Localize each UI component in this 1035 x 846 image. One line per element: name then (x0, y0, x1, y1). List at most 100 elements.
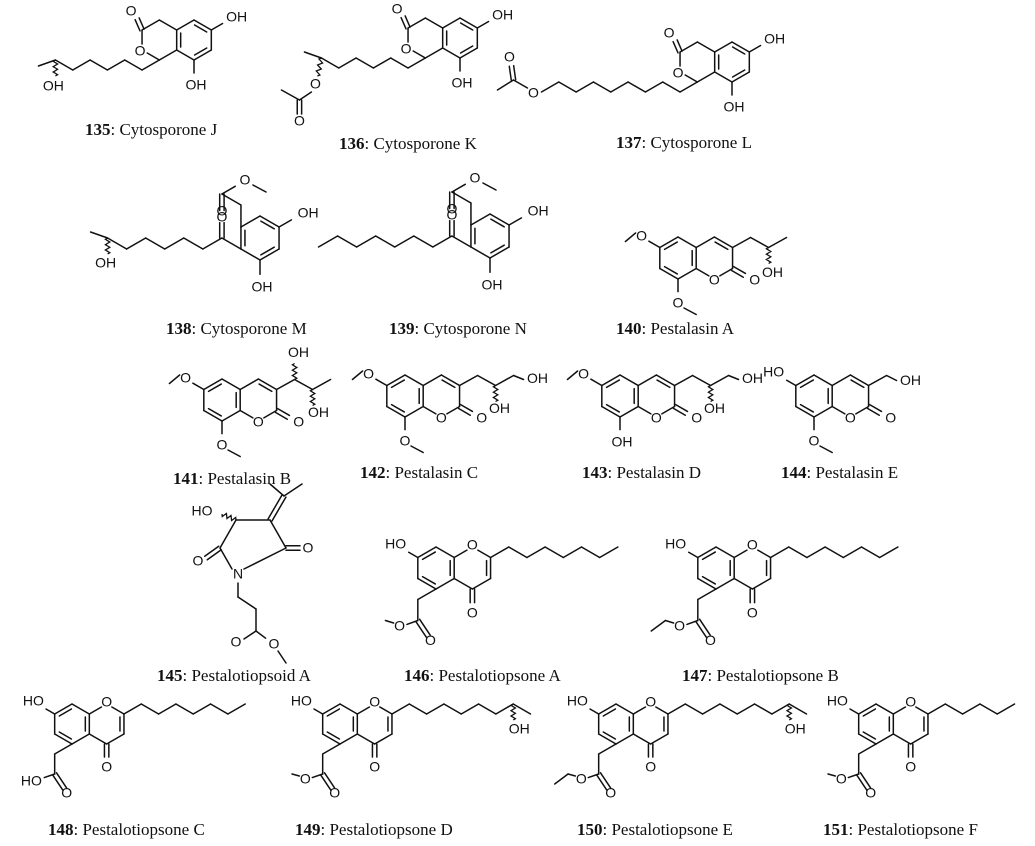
ketone-oxygen: O (216, 203, 227, 219)
bond (393, 235, 415, 248)
ester-oxygen: O (310, 76, 321, 92)
bond (526, 546, 546, 559)
double-bond-inner (605, 403, 621, 413)
ketone-oxygen: O (645, 759, 656, 775)
bond (413, 235, 434, 248)
bond (404, 405, 424, 418)
bond (771, 703, 790, 715)
bond (849, 708, 860, 715)
carbonyl-oxygen: O (392, 1, 403, 17)
bond (443, 703, 462, 715)
hydroxyl-label: OH (528, 203, 549, 219)
ketone-oxygen: O (747, 605, 758, 621)
double-bond-inner (602, 708, 617, 717)
bond (239, 378, 260, 391)
carbonyl-oxygen: O (193, 553, 204, 569)
bond (339, 703, 359, 715)
hydroxyl-label: HO (192, 503, 213, 519)
double-bond-inner (326, 731, 341, 740)
bond (336, 235, 358, 248)
bond (168, 374, 181, 385)
carbonyl-oxygen: O (705, 632, 716, 648)
ring-oxygen: O (673, 65, 684, 81)
hydroxyl-label: OH (785, 721, 806, 737)
ester-oxygen: O (528, 85, 539, 101)
double-bond-inner (663, 241, 679, 251)
bond (219, 547, 233, 570)
bond (271, 496, 287, 522)
ring-oxygen: O (369, 694, 380, 710)
ring-oxygen: O (645, 694, 656, 710)
carbonyl-oxygen: O (749, 272, 760, 288)
bond (320, 57, 340, 69)
bond (885, 374, 898, 382)
wavy-bond (315, 57, 324, 77)
bond (664, 619, 675, 624)
ester-oxygen: O (836, 771, 847, 787)
bond (713, 71, 733, 83)
double-bond-inner (58, 708, 73, 717)
bond (596, 774, 608, 791)
bond (379, 706, 393, 715)
bond (672, 407, 687, 416)
compound-label-142: 142: Pestalasin C (360, 463, 479, 482)
bond (787, 546, 808, 559)
bond (580, 546, 601, 559)
bond (88, 733, 108, 745)
bond (404, 374, 424, 387)
bond (259, 248, 280, 261)
bond (311, 378, 332, 391)
bond (679, 41, 699, 53)
double-bond-inner (862, 708, 877, 717)
methoxy-oxygen: O (180, 370, 191, 386)
bond (424, 47, 444, 59)
bond (373, 733, 393, 745)
bond (859, 772, 872, 789)
methoxy-oxygen: O (400, 433, 411, 449)
bond (410, 445, 424, 454)
bond (686, 619, 699, 626)
ring-oxygen: O (709, 272, 720, 288)
bond (123, 703, 143, 715)
double-bond-inner (207, 383, 223, 393)
bond (795, 405, 815, 418)
bond (597, 733, 617, 745)
ring-oxygen: O (101, 694, 112, 710)
compound-label-150: 150: Pestalotiopsone E (577, 820, 733, 839)
carbonyl-oxygen: O (216, 209, 227, 225)
bond (440, 374, 461, 387)
bond (470, 246, 491, 259)
bond (339, 733, 359, 745)
bond (831, 374, 852, 387)
bond (237, 596, 257, 610)
bond (494, 374, 515, 387)
wavy-bond (492, 384, 500, 403)
bond (203, 545, 220, 557)
bond (417, 546, 437, 559)
methoxy-oxygen: O (636, 228, 647, 244)
bond (417, 588, 437, 601)
hydroxyl-label: OH (704, 400, 725, 416)
bond (590, 378, 603, 387)
hydroxyl-label: OH (527, 370, 548, 386)
bond (512, 79, 529, 89)
bond (280, 89, 301, 101)
bond (88, 706, 103, 715)
double-bond-inner (459, 45, 474, 54)
bond (338, 57, 357, 69)
bond (356, 733, 376, 745)
bond (598, 546, 619, 559)
carbonyl-oxygen: O (294, 113, 305, 129)
hydroxyl-label: HO (23, 693, 44, 709)
bond (961, 703, 981, 715)
bond (441, 17, 461, 29)
bond (407, 17, 427, 29)
bond (422, 374, 443, 387)
bond (470, 213, 491, 226)
bond (71, 733, 91, 745)
hydroxyl-label: OH (452, 75, 473, 91)
bond (615, 703, 635, 715)
bond (412, 50, 427, 59)
bond (460, 703, 480, 715)
